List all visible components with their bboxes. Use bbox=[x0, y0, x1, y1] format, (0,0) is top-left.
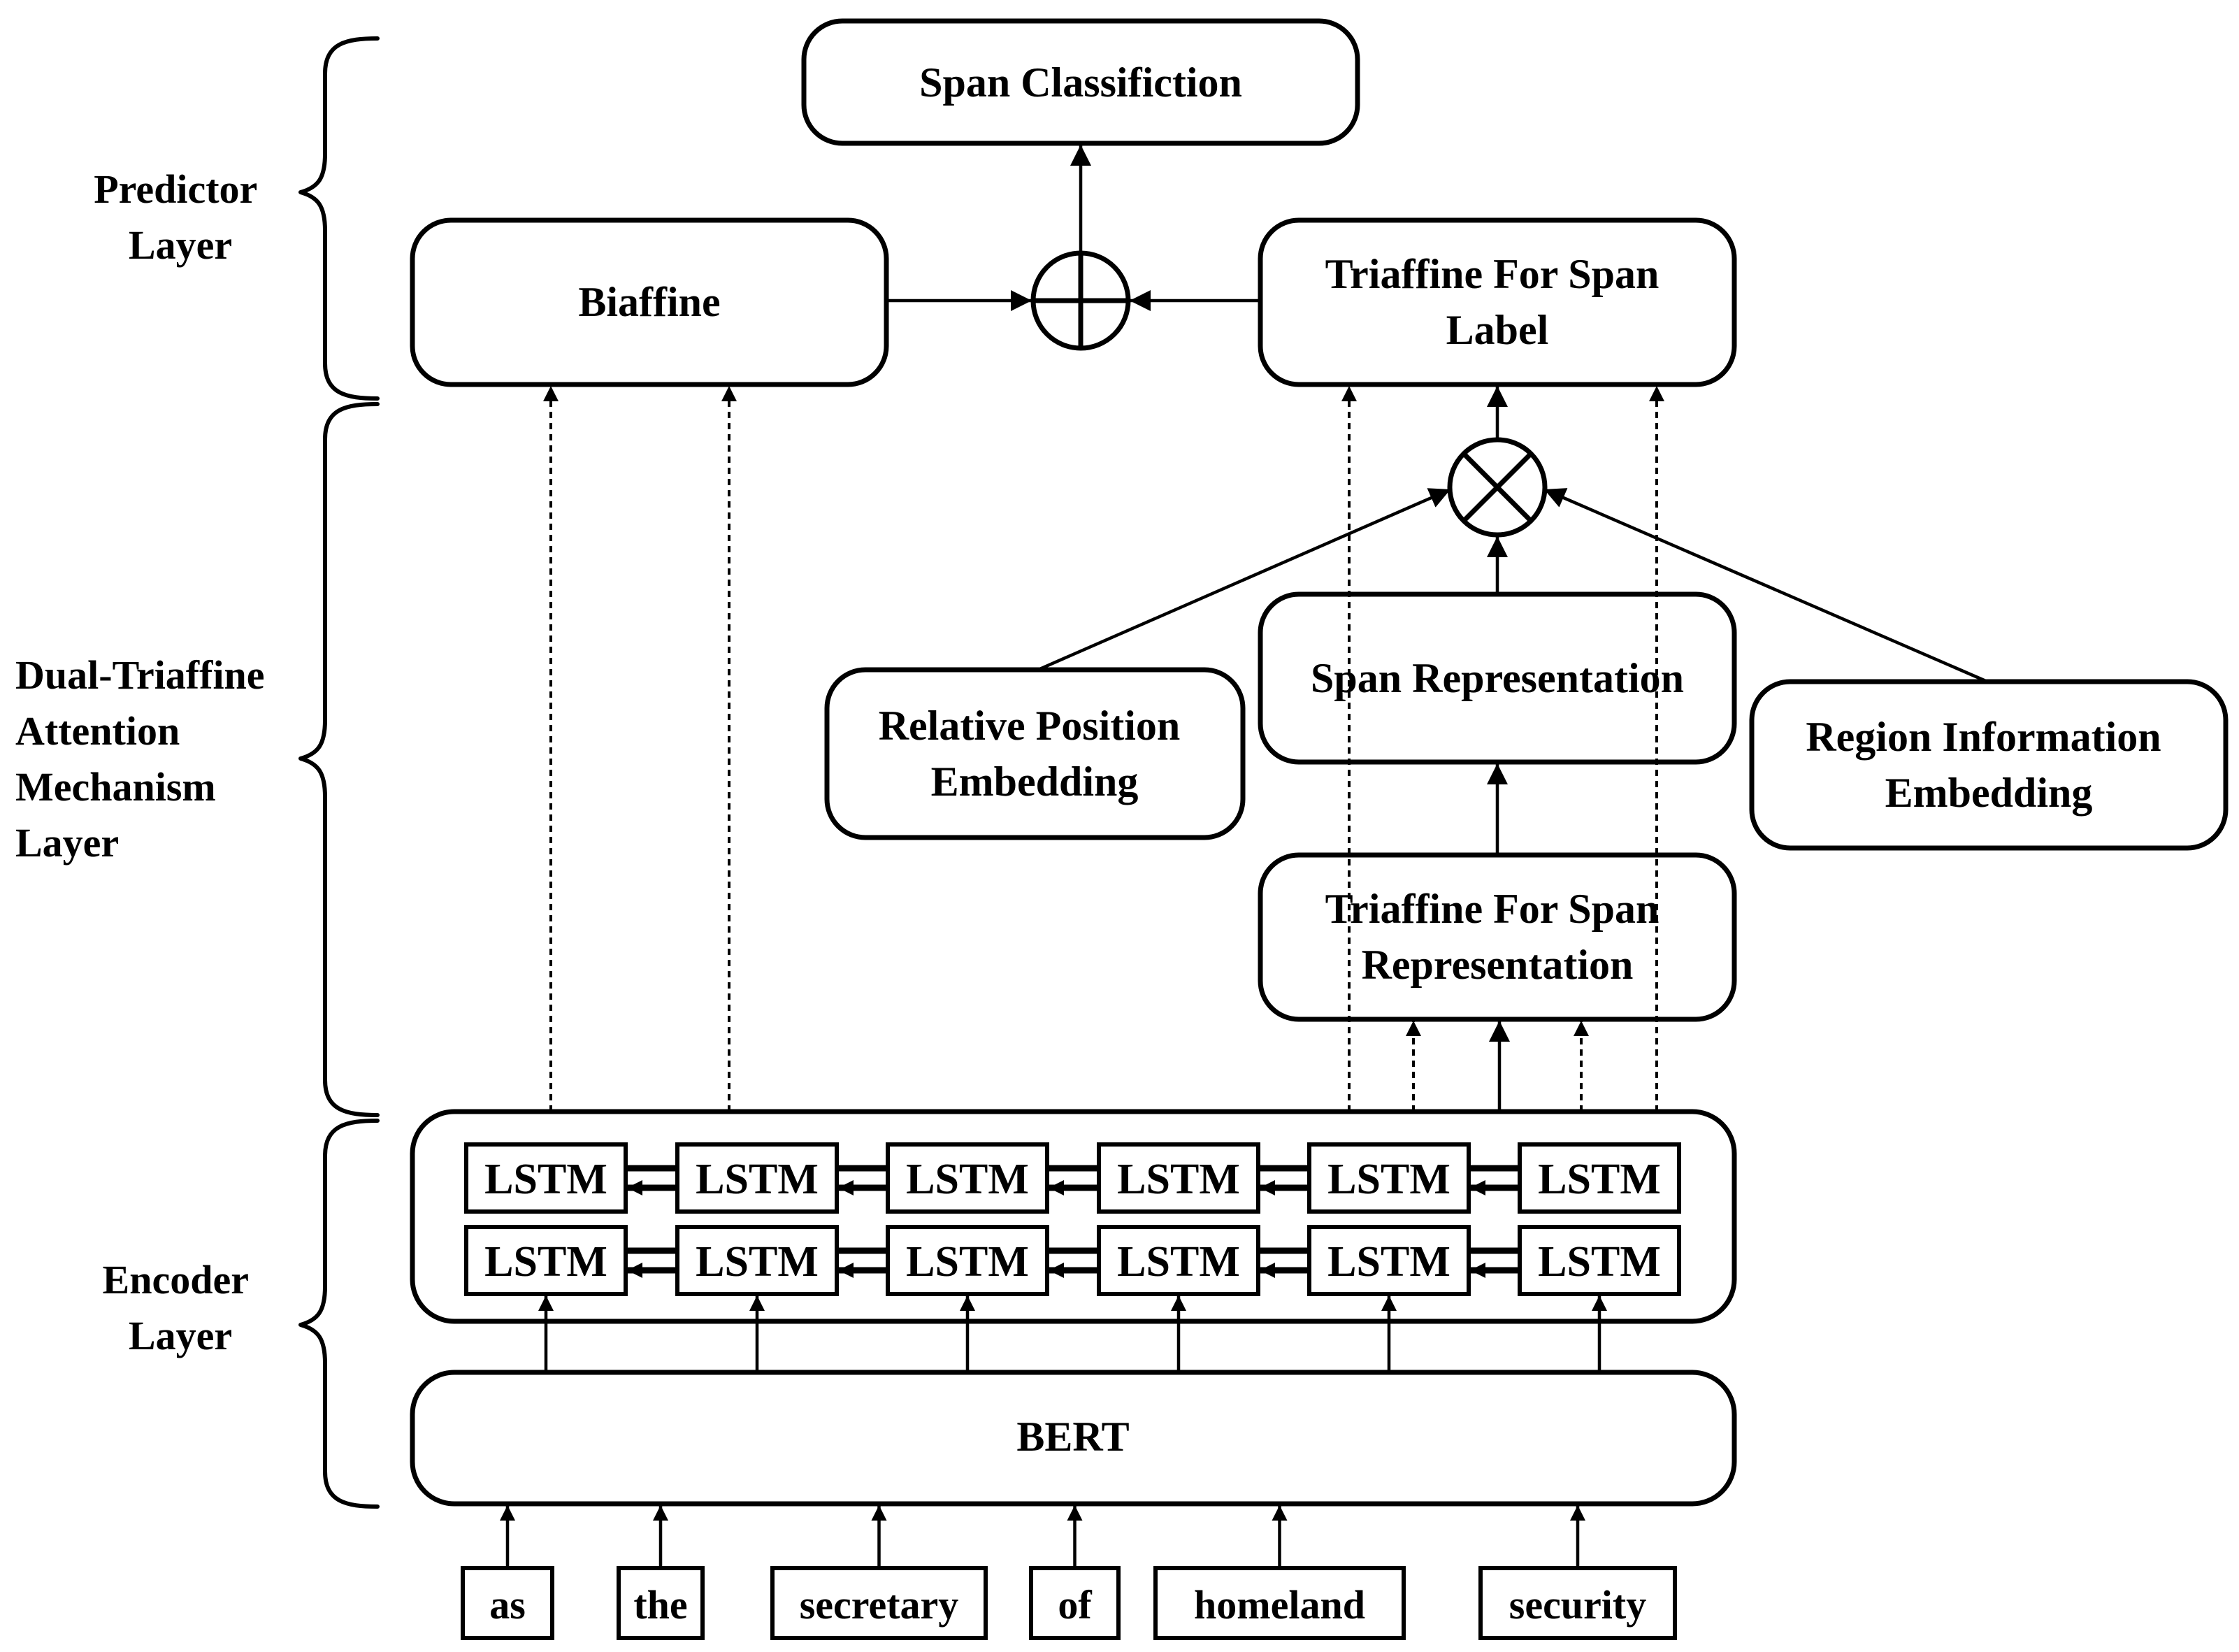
lstm-label: LSTM bbox=[906, 1156, 1029, 1203]
lstm-label: LSTM bbox=[1327, 1238, 1450, 1286]
relative-position-embedding-label: Relative Position Embedding bbox=[879, 703, 1191, 805]
biaffine-box bbox=[410, 217, 889, 387]
triaffine-span-representation-label: Triaffine For Span Representation bbox=[1325, 886, 1670, 988]
input-word: homeland bbox=[1153, 1505, 1406, 1640]
encoder-layer-label: Encoder Layer bbox=[103, 1257, 259, 1358]
encoder-layer-brace bbox=[298, 1119, 380, 1509]
input-word-label: the bbox=[633, 1582, 687, 1628]
input-word-label: of bbox=[1058, 1582, 1092, 1628]
lstm-label: LSTM bbox=[1538, 1238, 1661, 1286]
lstm-cell: LSTM bbox=[1097, 1142, 1260, 1214]
lstm-cell: LSTM bbox=[1518, 1142, 1681, 1214]
triaffine-span-label-box bbox=[1258, 217, 1737, 387]
lstm-label: LSTM bbox=[1117, 1238, 1240, 1286]
bert-label: BERT bbox=[1016, 1414, 1129, 1460]
region-information-embedding-box bbox=[1749, 679, 2229, 851]
lstm-label: LSTM bbox=[1538, 1156, 1661, 1203]
predictor-layer-brace bbox=[298, 36, 380, 401]
region-information-embedding-label: Region Information Embedding bbox=[1806, 714, 2171, 816]
lstm-cell: LSTM bbox=[886, 1225, 1049, 1296]
input-word: secretary bbox=[770, 1505, 988, 1640]
input-word-label: as bbox=[489, 1582, 526, 1628]
input-words: as the secretary of homeland security bbox=[461, 1505, 1677, 1640]
lstm-cell: LSTM bbox=[675, 1225, 839, 1296]
lstm-cell: LSTM bbox=[1307, 1142, 1471, 1214]
biaffine-label: Biaffine bbox=[578, 279, 720, 325]
bert-box bbox=[410, 1370, 1737, 1507]
lstm-cell: LSTM bbox=[675, 1142, 839, 1214]
lstm-label: LSTM bbox=[484, 1238, 607, 1286]
input-word-label: homeland bbox=[1194, 1582, 1365, 1628]
input-word: security bbox=[1478, 1505, 1677, 1640]
relative-position-to-multiply-arrow bbox=[1037, 487, 1451, 672]
lstm-grid: LSTM LSTM LSTM LSTM LSTM LSTM LSTM LSTM LSTM LSTM… bbox=[464, 1142, 1681, 1372]
lstm-label: LSTM bbox=[906, 1238, 1029, 1286]
lstm-label: LSTM bbox=[484, 1156, 607, 1203]
region-information-to-multiply-arrow bbox=[1543, 487, 1988, 684]
lstm-label: LSTM bbox=[696, 1156, 819, 1203]
lstm-label: LSTM bbox=[696, 1238, 819, 1286]
multiply-operator-icon bbox=[1447, 437, 1548, 538]
lstm-cell: LSTM bbox=[1097, 1225, 1260, 1296]
lstm-label: LSTM bbox=[1327, 1156, 1450, 1203]
span-classification-box bbox=[801, 18, 1360, 146]
lstm-cell: LSTM bbox=[1307, 1225, 1471, 1296]
lstm-cell: LSTM bbox=[1518, 1225, 1681, 1296]
add-operator-icon bbox=[1030, 250, 1131, 351]
input-word: as bbox=[461, 1505, 554, 1640]
triaffine-span-representation-box bbox=[1258, 852, 1737, 1022]
triaffine-span-label-text: Triaffine For Span Label bbox=[1325, 251, 1670, 353]
span-classification-label: Span Classifiction bbox=[919, 59, 1242, 106]
predictor-layer-label: Predictor Layer bbox=[94, 166, 267, 268]
attention-layer-label: Dual-Triaffine Attention Mechanism Layer bbox=[15, 652, 275, 865]
lstm-label: LSTM bbox=[1117, 1156, 1240, 1203]
span-representation-label: Span Representation bbox=[1311, 655, 1684, 701]
input-word: of bbox=[1029, 1505, 1121, 1640]
lstm-cell: LSTM bbox=[464, 1225, 628, 1296]
input-word-label: secretary bbox=[800, 1582, 959, 1628]
relative-position-embedding-box bbox=[824, 667, 1246, 840]
input-word-label: security bbox=[1509, 1582, 1647, 1628]
lstm-cell: LSTM bbox=[464, 1142, 628, 1214]
lstm-cell: LSTM bbox=[886, 1142, 1049, 1214]
attention-layer-brace bbox=[298, 402, 380, 1117]
input-word: the bbox=[617, 1505, 705, 1640]
